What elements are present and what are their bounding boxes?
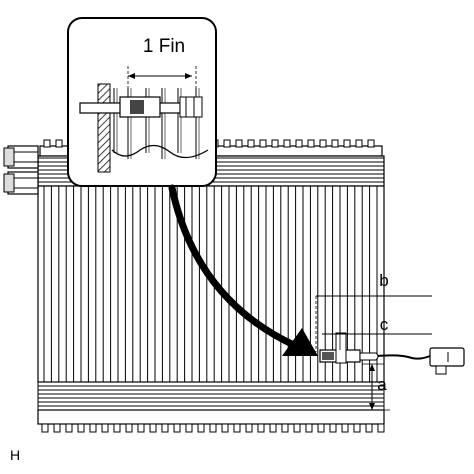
inset-callout [67, 17, 217, 187]
fin-lines [43, 186, 378, 382]
dimension-c [322, 326, 432, 350]
inlet-outlet-pipes [3, 145, 39, 195]
evaporator-core [37, 139, 385, 433]
bottom-hatched-band [37, 381, 385, 411]
inset-title: 1 Fin [143, 36, 185, 57]
label-b: b [379, 271, 388, 290]
figure-corner-mark: H [10, 447, 20, 463]
dimension-a [362, 363, 390, 411]
label-c: c [380, 315, 389, 334]
label-a: a [377, 375, 387, 394]
callout-arrow [168, 184, 318, 356]
dimension-b [315, 295, 432, 352]
bottom-tank [37, 409, 385, 433]
